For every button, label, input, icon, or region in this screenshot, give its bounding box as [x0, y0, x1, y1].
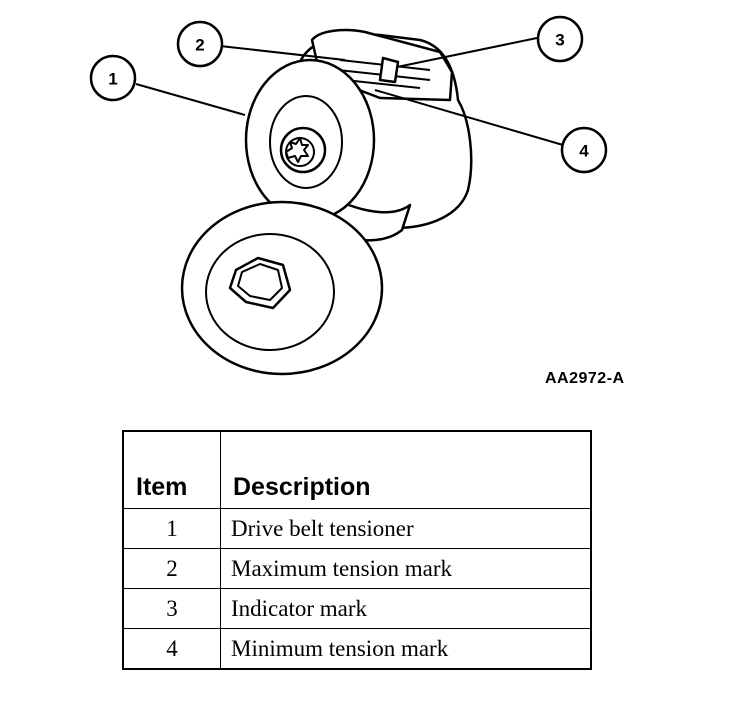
row-description: Minimum tension mark: [220, 628, 592, 670]
row-description: Indicator mark: [220, 588, 592, 629]
callout-circle-4: [560, 126, 608, 174]
leader-line-2: [219, 45, 346, 61]
header-description: Description: [220, 430, 592, 509]
indicator-pointer: [378, 56, 400, 84]
callout-circle-3: [536, 15, 584, 63]
header-item: Item: [122, 430, 221, 509]
lower-pulley-groove: [205, 233, 335, 351]
table-row: 3 Indicator mark: [122, 588, 592, 629]
row-description: Maximum tension mark: [220, 548, 592, 589]
row-item: 1: [122, 508, 221, 549]
callout-circle-2: [176, 20, 224, 68]
leader-line-3: [396, 37, 538, 68]
leader-line-1: [135, 83, 246, 116]
callout-label-3: 3: [555, 31, 564, 50]
table-row: 2 Maximum tension mark: [122, 548, 592, 589]
row-item: 4: [122, 628, 221, 670]
callout-label-2: 2: [195, 36, 204, 55]
row-item: 3: [122, 588, 221, 629]
table-row: 1 Drive belt tensioner: [122, 508, 592, 549]
row-item: 2: [122, 548, 221, 589]
leader-line-4: [374, 89, 564, 146]
legend-table: Item Description 1 Drive belt tensioner …: [122, 430, 592, 670]
callout-label-1: 1: [108, 70, 117, 89]
upper-pulley-groove: [269, 95, 343, 189]
table-header-row: Item Description: [122, 430, 592, 509]
hex-bolt-face: [237, 263, 283, 301]
tensioner-illustration: 1 2 3 4: [89, 15, 608, 376]
row-description: Drive belt tensioner: [220, 508, 592, 549]
table-row: 4 Minimum tension mark: [122, 628, 592, 670]
callout-label-4: 4: [579, 142, 589, 161]
callout-circle-1: [89, 54, 137, 102]
figure-id: AA2972-A: [545, 370, 625, 387]
torx-recess: [285, 137, 309, 163]
